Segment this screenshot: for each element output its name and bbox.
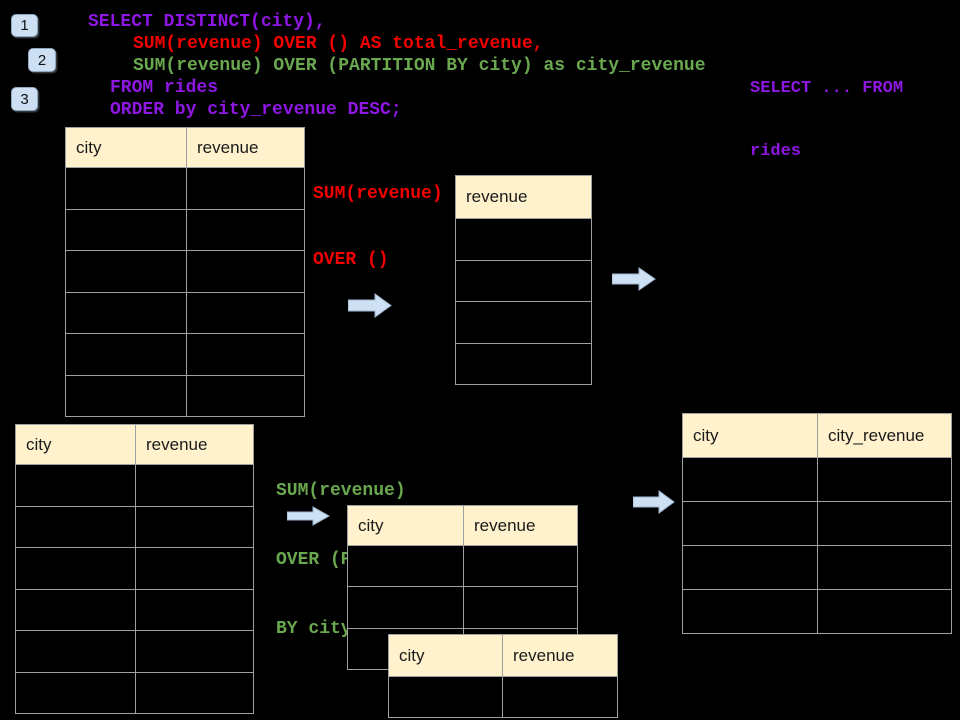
flow-arrow-right-1 [348, 293, 392, 318]
table-source-top: city revenue [65, 127, 305, 417]
column-header-revenue: revenue [186, 127, 305, 168]
table-cell [682, 501, 818, 546]
table-cell [135, 464, 254, 507]
sql-line-order-by: ORDER by city_revenue DESC; [110, 100, 402, 120]
table-cell [502, 676, 618, 718]
table-cell [817, 501, 952, 546]
annotation-total-revenue: SUM(revenue) OVER () [313, 139, 443, 293]
table-cell [455, 259, 592, 302]
sql-line-from: FROM rides [110, 78, 219, 98]
flow-arrow-right-3 [287, 506, 330, 526]
table-cell [186, 291, 305, 334]
side-note-line-2: rides [750, 142, 802, 161]
table-cell [682, 589, 818, 634]
table-cell [15, 464, 136, 507]
table-cell [347, 544, 464, 588]
table-cell [186, 208, 305, 251]
table-cell [682, 545, 818, 590]
column-header-revenue: revenue [502, 634, 618, 677]
table-cell [186, 250, 305, 293]
table-cell [455, 218, 592, 261]
table-cell [65, 291, 187, 334]
annotation-line: SUM(revenue) [313, 184, 443, 204]
table-partition-mid: city revenue [347, 505, 578, 670]
table-cell [15, 671, 136, 714]
table-partition-overlay: city revenue [388, 634, 618, 718]
table-cell [463, 586, 578, 629]
table-cell [463, 544, 578, 588]
sql-line-select: SELECT DISTINCT(city), [88, 12, 326, 32]
column-header-revenue: revenue [135, 424, 254, 465]
table-cell [65, 167, 187, 210]
table-result-right: city city_revenue [682, 413, 952, 634]
column-header-city: city [347, 505, 464, 546]
flow-arrow-right-4 [633, 490, 675, 514]
step-badge-3: 3 [11, 87, 38, 111]
table-cell [135, 547, 254, 590]
side-note-line-1: SELECT ... FROM [750, 79, 904, 98]
column-header-city: city [65, 127, 187, 168]
table-cell [15, 547, 136, 590]
step-badge-2: 2 [28, 48, 56, 72]
table-cell [135, 505, 254, 548]
table-cell [347, 586, 464, 629]
table-cell [65, 374, 187, 417]
table-cell [15, 630, 136, 673]
table-cell [817, 545, 952, 590]
table-cell [186, 167, 305, 210]
table-cell [15, 505, 136, 548]
table-cell [135, 671, 254, 714]
table-cell [15, 588, 136, 631]
table-cell [455, 342, 592, 385]
column-header-city: city [682, 413, 818, 458]
step-badge-1: 1 [11, 14, 38, 37]
table-cell [817, 589, 952, 634]
table-source-bottom: city revenue [15, 424, 254, 714]
table-cell [65, 208, 187, 251]
column-header-revenue: revenue [463, 505, 578, 546]
table-cell [135, 630, 254, 673]
table-cell [682, 457, 818, 502]
table-cell [186, 333, 305, 376]
annotation-line: SUM(revenue) [276, 481, 406, 501]
column-header-city: city [15, 424, 136, 465]
table-cell [65, 333, 187, 376]
annotation-line: OVER () [313, 250, 389, 270]
table-revenue-only: revenue [455, 175, 592, 385]
table-cell [186, 374, 305, 417]
table-cell [388, 676, 503, 718]
table-cell [135, 588, 254, 631]
table-cell [817, 457, 952, 502]
table-cell [65, 250, 187, 293]
table-cell [455, 301, 592, 344]
side-note-select-from: SELECT ... FROM rides [750, 36, 903, 183]
column-header-city-revenue: city_revenue [817, 413, 952, 458]
sql-line-total-revenue: SUM(revenue) OVER () AS total_revenue, [133, 34, 544, 54]
column-header-city: city [388, 634, 503, 677]
column-header-revenue: revenue [455, 175, 592, 219]
flow-arrow-right-2 [612, 267, 656, 291]
sql-line-city-revenue: SUM(revenue) OVER (PARTITION BY city) as… [133, 56, 706, 76]
